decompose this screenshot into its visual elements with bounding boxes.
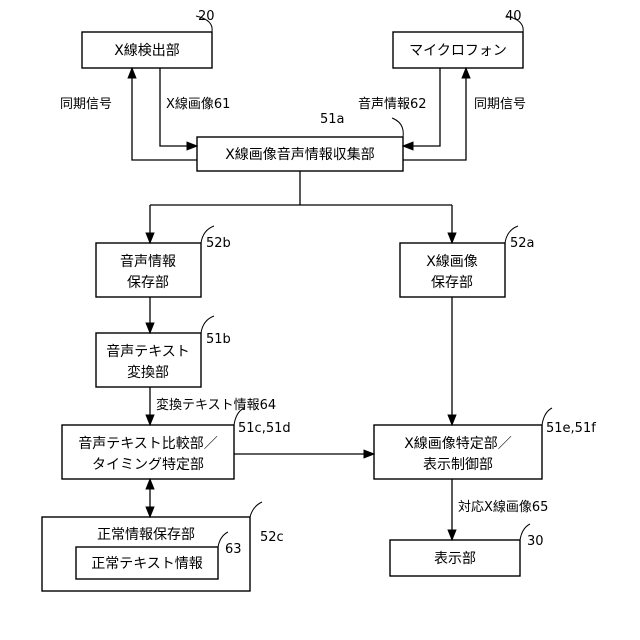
ref-51a: 51a [320,112,345,127]
ref-51e51f: 51e,51f [546,421,596,436]
ref-52a: 52a [510,236,535,251]
matched-xray-65-label: 対応X線画像65 [458,499,548,515]
xray-storage-label-2: 保存部 [431,275,473,291]
xray-identifier-label-2: 表示制御部 [423,457,493,473]
audio-storage-label-1: 音声情報 [120,253,176,270]
display-label: 表示部 [434,551,476,567]
speech-to-text-label-1: 音声テキスト [106,343,190,360]
xray-image-61-label: X線画像61 [166,96,230,112]
ref-52b: 52b [206,236,231,251]
ref-52c: 52c [260,530,284,545]
speech-to-text-label-2: 変換部 [127,364,169,381]
ref-30: 30 [527,534,544,549]
ref-leader-52c [250,502,262,517]
ref-leader-51a [392,118,403,137]
ref-51b: 51b [206,332,231,347]
xray-storage-label-1: X線画像 [426,254,478,270]
comparator-label-2: タイミング特定部 [92,457,204,473]
ref-40: 40 [505,9,522,24]
xray-identifier-label-1: X線画像特定部／ [404,436,512,452]
collector-label: X線画像音声情報収集部 [225,146,375,163]
comparator-label-1: 音声テキスト比較部／ [78,435,218,452]
ref-leader-51b [201,316,214,333]
ref-51c51d: 51c,51d [238,421,291,436]
normal-text-info-label: 正常テキスト情報 [91,556,203,572]
ref-20: 20 [198,9,215,24]
normal-info-storage-label: 正常情報保存部 [97,527,195,543]
ref-63: 63 [225,542,242,557]
sync-signal-left-label: 同期信号 [60,97,112,112]
microphone-label: マイクロフォン [409,43,507,59]
xray-detector-label: X線検出部 [114,43,180,59]
converted-text-64-label: 変換テキスト情報64 [156,397,276,413]
audio-info-62-label: 音声情報62 [358,96,427,112]
sync-signal-right-label: 同期信号 [474,97,526,112]
audio-storage-label-2: 保存部 [127,275,169,291]
